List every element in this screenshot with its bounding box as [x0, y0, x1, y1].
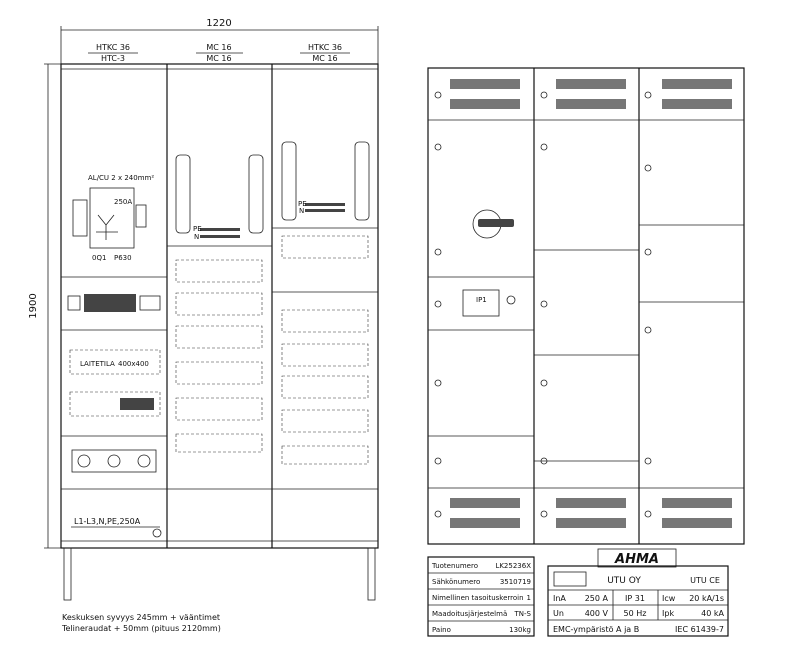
section-header-3-bottom: MC 16	[312, 54, 337, 63]
info-value: 3510719	[500, 578, 531, 586]
nameplate-cell: 50 Hz	[624, 609, 647, 618]
info-label: Sähkönumero	[432, 578, 480, 586]
section-header-2-bottom: MC 16	[206, 54, 231, 63]
nameplate-cell: 250 A	[585, 594, 609, 603]
section-header-1-bottom: HTC-3	[101, 54, 125, 63]
brand-box	[597, 548, 677, 568]
nameplate-cell: 20 kA/1s	[689, 594, 724, 603]
nameplate-cell: Icw	[662, 594, 676, 603]
top-vents	[450, 79, 732, 109]
switch-symbol	[96, 214, 118, 240]
door-outline	[427, 67, 745, 545]
cabinet-outline	[60, 63, 379, 549]
main-switch-current: 250A	[114, 198, 132, 206]
info-table: Tuotenumero LK25236X Sähkönumero 3510719…	[427, 556, 535, 637]
info-value: LK25236X	[495, 562, 531, 570]
n-rail-3	[305, 209, 345, 212]
terminal-strip	[120, 398, 154, 410]
main-switch	[89, 187, 135, 249]
terminal-block-right	[135, 204, 147, 228]
cable-duct-left-3	[281, 141, 297, 221]
meter-window	[462, 289, 500, 317]
brand-logo: AHMA	[614, 552, 659, 567]
mount-plate-size: 400x400	[118, 360, 149, 368]
main-switch-id: 0Q1	[92, 254, 106, 262]
busbar-label: L1-L3,N,PE,250A	[74, 517, 141, 526]
mount-plate-2	[69, 391, 161, 417]
nameplate-cell: 400 V	[585, 609, 609, 618]
info-value: 1	[527, 594, 531, 602]
n-label-3: N	[299, 207, 304, 215]
width-label: 1220	[206, 18, 231, 29]
ground-icon	[152, 528, 162, 538]
pe-label-2: PE	[193, 225, 202, 233]
info-value: 130kg	[509, 626, 531, 634]
n-label-2: N	[194, 233, 199, 241]
n-rail-2	[200, 235, 240, 238]
door-view: IP1	[427, 67, 745, 545]
n-rail	[84, 294, 136, 312]
front-view: 1220 1900 HTKC 36 HTC-3 MC 16 MC 16 HTKC…	[28, 18, 379, 601]
section-header-2-top: MC 16	[206, 43, 231, 52]
indicator-lamp	[506, 295, 516, 305]
info-label: Maadoitusjärjestelmä	[432, 610, 507, 618]
cable-duct-right-3	[354, 141, 370, 221]
fuse-base	[71, 449, 157, 473]
mount-plate	[69, 349, 161, 375]
marks: UTU CE	[690, 576, 720, 585]
leg-right	[367, 547, 376, 601]
busbar-clamp	[139, 295, 161, 311]
nameplate-cell: InA	[553, 594, 566, 603]
footnote-line-1: Keskuksen syvyys 245mm + vääntimet	[62, 613, 220, 622]
mount-plate-label: LAITETILA	[80, 360, 115, 368]
pe-rail-3	[305, 203, 345, 206]
terminal-block-left	[72, 199, 88, 237]
info-label: Tuotenumero	[431, 562, 478, 570]
cable-duct-left	[175, 154, 191, 234]
info-value: TN-S	[514, 610, 532, 618]
nameplate: AHMA UTU OY UTU CE InA 250 A IP 31 Icw 2…	[547, 548, 729, 637]
nameplate-cell: IP 31	[625, 594, 645, 603]
nameplate-cell: 40 kA	[701, 609, 724, 618]
main-switch-type: P630	[114, 254, 132, 262]
height-label: 1900	[28, 293, 39, 318]
company-name: UTU OY	[607, 576, 641, 586]
nameplate-cell: Un	[553, 609, 564, 618]
bottom-vents	[450, 498, 732, 528]
meter-label: IP1	[476, 296, 487, 304]
pe-rail-2	[200, 228, 240, 231]
info-label: Nimellinen tasoituskerroin	[432, 594, 524, 602]
pe-label-3: PE	[298, 200, 307, 208]
rcd-row	[281, 235, 369, 259]
nameplate-footer-right: IEC 61439-7	[675, 625, 724, 634]
nameplate-cell: Ipk	[662, 609, 674, 618]
cable-duct-right	[248, 154, 264, 234]
cable-label: AL/CU 2 x 240mm²	[88, 174, 154, 182]
section-header-1-top: HTKC 36	[96, 43, 130, 52]
nameplate-footer-left: EMC-ympäristö A ja B	[553, 625, 639, 634]
breaker-rows-3	[281, 309, 369, 465]
breaker-rows-2	[175, 259, 263, 453]
door-lock-icons	[434, 91, 652, 518]
info-label: Paino	[432, 626, 451, 634]
footnote-line-2: Telineraudat + 50mm (pituus 2120mm)	[61, 624, 221, 633]
pe-terminal	[67, 295, 81, 311]
leg-left	[63, 547, 72, 601]
section-header-3-top: HTKC 36	[308, 43, 342, 52]
